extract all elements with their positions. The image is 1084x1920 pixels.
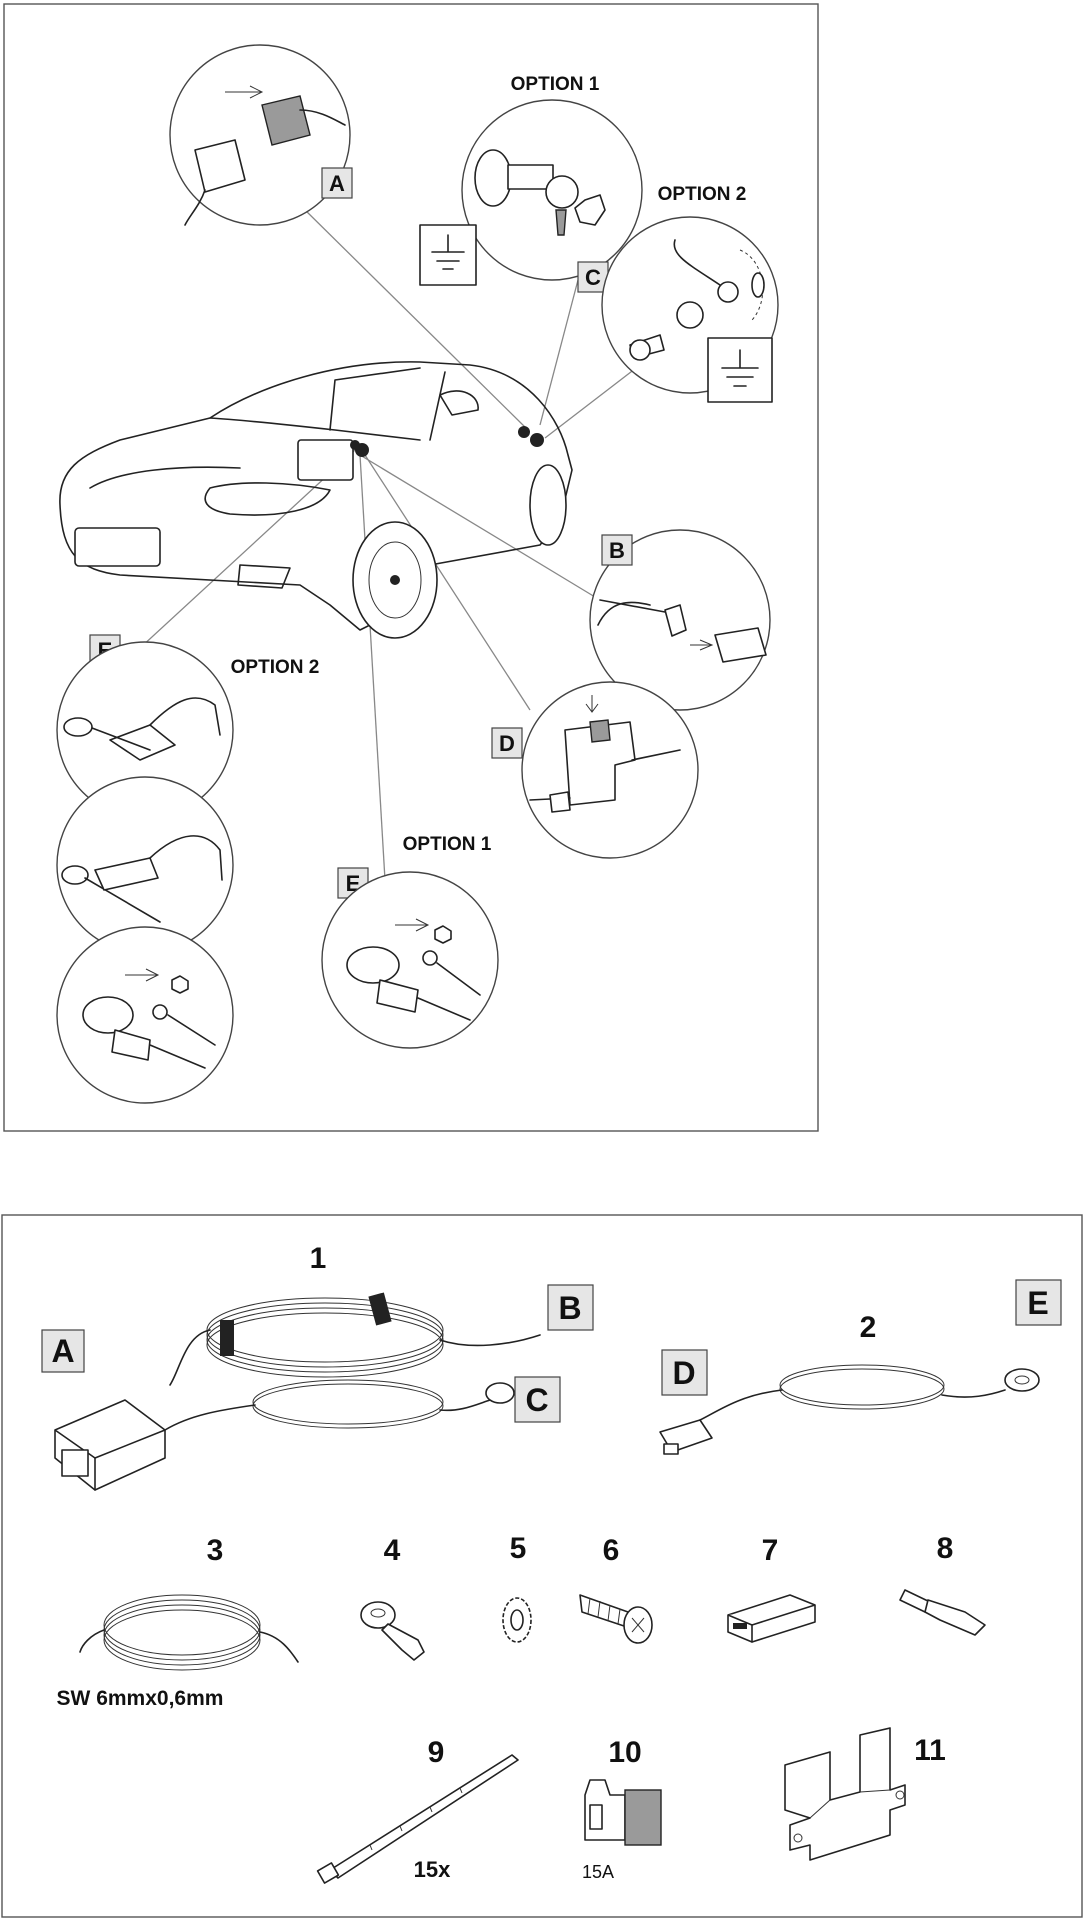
fuse-icon: [584, 1779, 662, 1846]
spade-connector-icon: [899, 1589, 986, 1636]
connector-housing-icon: [727, 1594, 816, 1643]
detail-circle-e-step2: [56, 776, 234, 954]
cable-tie-quantity-caption: 15x: [414, 1857, 451, 1882]
part-number-8: 8: [937, 1532, 954, 1565]
part-number-1: 1: [310, 1242, 327, 1275]
cable-spec-caption: SW 6mmx0,6mm: [57, 1687, 224, 1710]
callout-label-b: B: [609, 538, 625, 563]
fuse-rating-caption: 15A: [582, 1862, 614, 1882]
ground-symbol-box-2: [707, 337, 773, 403]
parts-callout-label-a: A: [51, 1333, 74, 1369]
screw-icon: [579, 1594, 653, 1644]
detail-circle-e-option1: [321, 871, 499, 1049]
option-2-top-label: OPTION 2: [658, 184, 747, 205]
parts-callout-label-b: B: [558, 1290, 581, 1326]
part-number-6: 6: [603, 1534, 620, 1567]
parts-callout-label-c: C: [525, 1382, 548, 1418]
option-2-left-label: OPTION 2: [231, 657, 320, 678]
ring-terminal-icon: [360, 1601, 425, 1661]
detail-circle-e-step1: [56, 641, 234, 819]
callout-box-b: [601, 534, 633, 566]
ground-icon: [431, 234, 465, 270]
detail-circle-a: [169, 44, 351, 226]
callout-box-d: [491, 727, 523, 759]
cable-coil-icon: [79, 1594, 299, 1671]
part-number-7: 7: [762, 1534, 779, 1567]
parts-callout-box-b: [547, 1284, 594, 1331]
wiring-harness-icon: [54, 1292, 541, 1491]
parts-panel-frame: [1, 1214, 1083, 1918]
fuse-holder-bracket-icon: [784, 1727, 906, 1861]
parts-callout-box-d: [661, 1349, 708, 1396]
part-number-3: 3: [207, 1534, 224, 1567]
parts-callout-box-e: [1015, 1279, 1062, 1326]
lock-washer-icon: [502, 1597, 532, 1643]
ground-icon: [721, 349, 759, 387]
part-number-4: 4: [384, 1534, 401, 1567]
part-number-10: 10: [608, 1736, 641, 1769]
car-illustration: [59, 361, 573, 639]
detail-circle-c-option1: [461, 99, 643, 281]
cable-tie-icon: [316, 1754, 519, 1884]
callout-label-c: C: [585, 265, 601, 290]
parts-callout-label-e: E: [1027, 1285, 1048, 1321]
callout-box-a: [321, 167, 353, 199]
detail-circle-d: [521, 681, 699, 859]
detail-circle-b: [589, 529, 771, 711]
parts-callout-label-d: D: [672, 1355, 695, 1391]
option-1-bottom-label: OPTION 1: [403, 834, 492, 855]
ground-symbol-box-1: [419, 224, 477, 286]
leader-lines: [139, 204, 641, 881]
detail-circle-e-step3: [56, 926, 234, 1104]
parts-callout-box-c: [514, 1376, 561, 1423]
callout-label-d: D: [499, 731, 515, 756]
parts-callout-box-a: [41, 1329, 85, 1373]
option-1-top-label: OPTION 1: [511, 74, 600, 95]
callout-label-a: A: [329, 171, 345, 196]
fuse-lead-icon: [659, 1364, 1040, 1455]
part-number-5: 5: [510, 1532, 527, 1565]
part-number-2: 2: [860, 1311, 877, 1344]
part-number-9: 9: [428, 1736, 445, 1769]
part-number-11: 11: [914, 1734, 946, 1767]
